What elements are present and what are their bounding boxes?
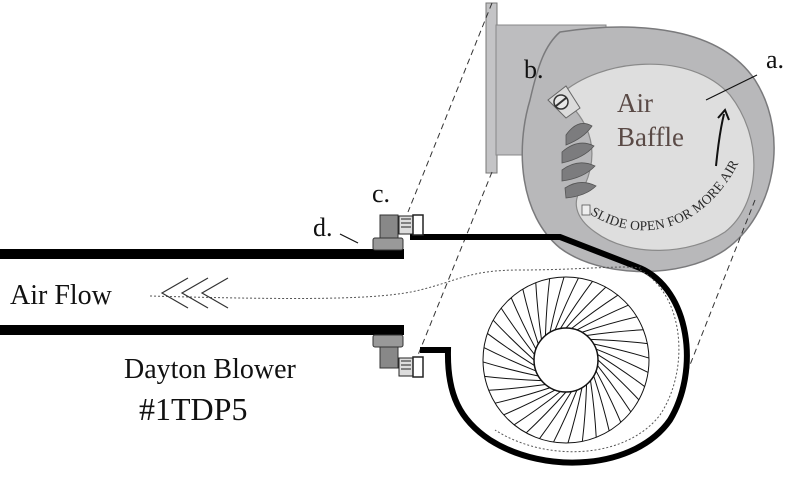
housing-vent-ribs — [561, 123, 597, 199]
fan-blade — [482, 361, 539, 377]
fan-blade — [484, 375, 542, 382]
fan-blade — [593, 375, 610, 431]
projection-lines — [407, 2, 756, 371]
air-flow-path — [149, 266, 641, 299]
fan-blade — [544, 278, 551, 336]
fan-blade — [495, 387, 551, 404]
label-b: b. — [524, 55, 544, 84]
housing-flange — [485, 2, 498, 174]
baffle-label-line2: Baffle — [617, 122, 684, 152]
blower-assembly — [410, 234, 690, 466]
fan-blade — [581, 316, 637, 333]
fan-blade — [567, 387, 583, 444]
exploded-blower-housing — [485, 2, 775, 273]
blower-model: #1TDP5 — [139, 391, 247, 427]
leader-line-d — [339, 233, 359, 244]
fan-blade — [513, 391, 561, 426]
fan-wheel-rim — [482, 276, 650, 444]
fan-blade — [525, 391, 567, 434]
fan-blade — [581, 384, 588, 442]
fan-blade — [571, 294, 619, 329]
blower-scroll-outer — [420, 265, 690, 466]
clamp-screw-bottom — [372, 334, 424, 378]
fan-blade — [492, 319, 535, 361]
baffle-label-line1: Air — [617, 88, 653, 118]
fan-blade — [483, 347, 537, 372]
fan-blade — [554, 277, 579, 331]
fan-blade — [595, 348, 649, 373]
fan-blade — [597, 359, 640, 401]
fan-blade — [549, 276, 565, 333]
fan-blade — [553, 389, 578, 443]
air-duct — [0, 249, 641, 335]
fan-blade — [535, 282, 542, 340]
fan-blade — [510, 297, 537, 350]
clamp-screw-top — [372, 214, 424, 251]
fan-blade — [576, 304, 629, 331]
fan-blade — [503, 389, 556, 416]
leader-line-a — [705, 74, 758, 101]
fan-blade — [539, 391, 572, 439]
fan-blade — [487, 333, 535, 366]
slide-direction-arrow-icon — [715, 113, 725, 167]
label-c: c. — [372, 179, 390, 208]
fan-blade — [488, 384, 546, 391]
fan-blade — [560, 281, 593, 329]
blower-top-wall — [410, 234, 642, 271]
fan-blade — [522, 289, 539, 345]
air-flow-label: Air Flow — [10, 280, 113, 311]
blower-name: Dayton Blower — [124, 354, 297, 385]
label-d: d. — [313, 213, 333, 242]
label-a: a. — [766, 45, 784, 74]
fan-blade — [500, 307, 535, 355]
fan-blade — [565, 286, 607, 329]
fan-blade — [597, 365, 632, 413]
duct-bottom-wall — [0, 325, 404, 335]
fan-hub — [533, 327, 599, 393]
fan-blade — [586, 329, 644, 336]
fan-wheel — [482, 276, 650, 444]
blower-scroll-inner — [494, 269, 680, 453]
fan-blade — [590, 338, 648, 345]
duct-top-wall — [0, 249, 404, 259]
fan-blade — [595, 370, 622, 423]
baffle-slide-notch — [581, 204, 591, 216]
fan-blade — [593, 343, 650, 359]
air-flow-arrows-icon — [160, 277, 229, 309]
fan-blade — [590, 380, 597, 438]
fan-blade — [597, 354, 645, 387]
